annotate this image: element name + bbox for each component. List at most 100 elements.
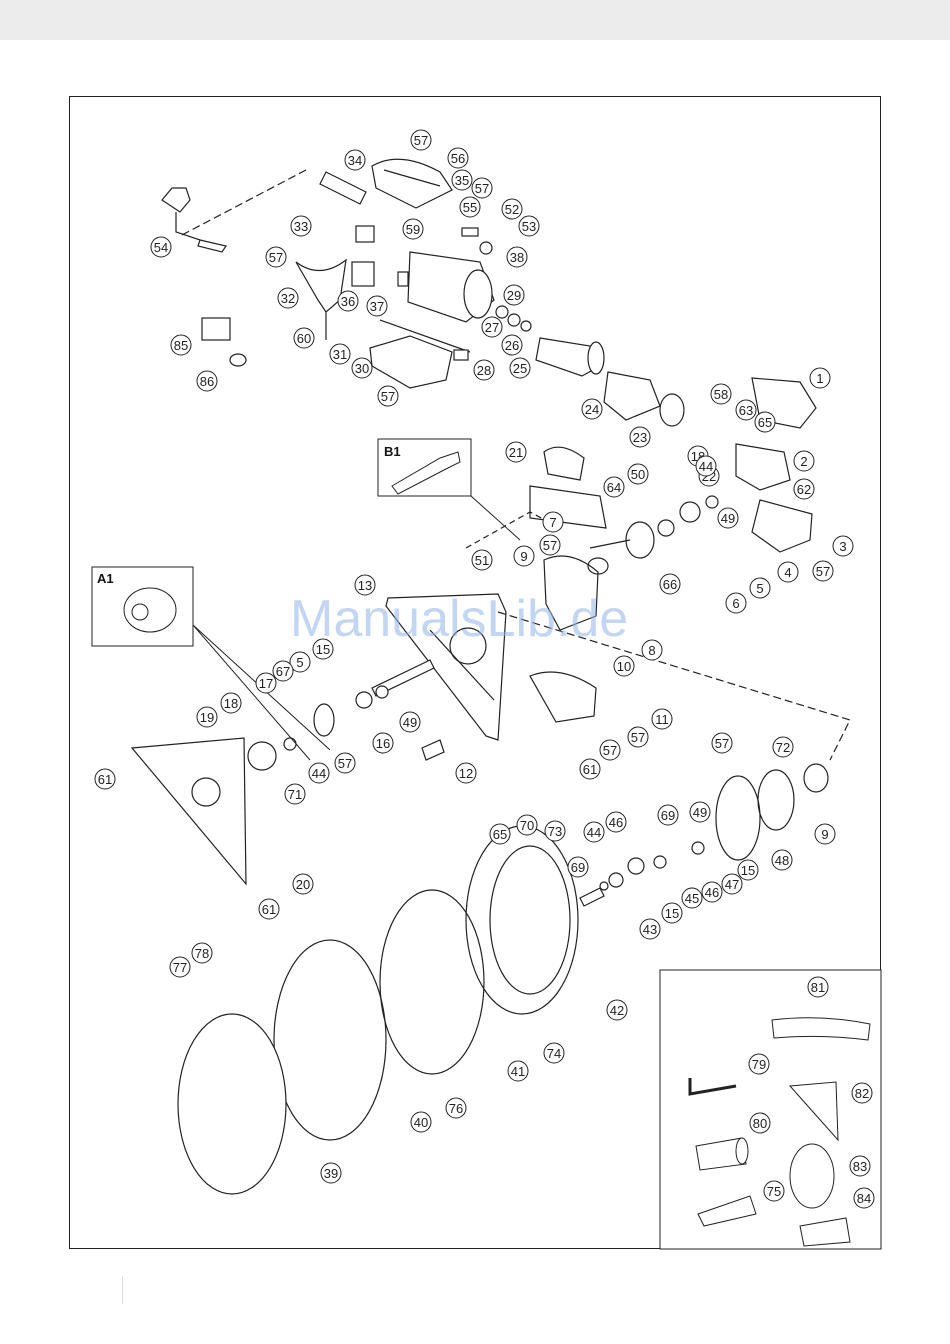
callout: 31	[329, 343, 351, 365]
callout: 66	[659, 573, 681, 595]
svg-text:69: 69	[571, 860, 585, 875]
svg-text:39: 39	[324, 1166, 338, 1181]
callout: 44	[308, 762, 330, 784]
svg-text:77: 77	[173, 960, 187, 975]
callout: 38	[506, 246, 528, 268]
svg-text:60: 60	[297, 331, 311, 346]
svg-text:30: 30	[355, 361, 369, 376]
svg-text:65: 65	[758, 415, 772, 430]
svg-text:57: 57	[381, 389, 395, 404]
callout: 19	[196, 706, 218, 728]
callout: 5	[749, 577, 771, 599]
callout: 65	[489, 823, 511, 845]
svg-text:49: 49	[693, 805, 707, 820]
callout: 57	[711, 732, 733, 754]
svg-text:75: 75	[767, 1184, 781, 1199]
accessory-box	[659, 969, 882, 1250]
callout: 18	[220, 692, 242, 714]
callout: 49	[399, 711, 421, 733]
callout: 15	[312, 638, 334, 660]
callout: 27	[481, 316, 503, 338]
svg-text:84: 84	[857, 1191, 871, 1206]
svg-text:43: 43	[643, 922, 657, 937]
svg-text:74: 74	[547, 1046, 561, 1061]
svg-text:86: 86	[200, 374, 214, 389]
svg-text:56: 56	[451, 151, 465, 166]
callout: 2	[793, 450, 815, 472]
callout: 59	[402, 218, 424, 240]
svg-text:57: 57	[603, 743, 617, 758]
callout: 41	[507, 1060, 529, 1082]
svg-text:15: 15	[741, 863, 755, 878]
svg-text:5: 5	[296, 655, 303, 670]
svg-text:61: 61	[583, 762, 597, 777]
svg-text:2: 2	[800, 454, 807, 469]
svg-text:76: 76	[449, 1101, 463, 1116]
svg-text:33: 33	[294, 219, 308, 234]
callout: 11	[651, 708, 673, 730]
svg-text:85: 85	[174, 338, 188, 353]
callout: 16	[372, 732, 394, 754]
callout: 71	[284, 783, 306, 805]
callout: 37	[366, 295, 388, 317]
svg-text:28: 28	[477, 363, 491, 378]
callout: 64	[603, 476, 625, 498]
svg-text:57: 57	[543, 538, 557, 553]
callout: 34	[344, 149, 366, 171]
svg-text:21: 21	[509, 445, 523, 460]
callout: 57	[265, 246, 287, 268]
svg-text:61: 61	[98, 772, 112, 787]
svg-text:44: 44	[587, 825, 601, 840]
svg-text:32: 32	[281, 291, 295, 306]
callout: 4	[777, 561, 799, 583]
callout: 76	[445, 1097, 467, 1119]
svg-text:79: 79	[752, 1057, 766, 1072]
callout: 33	[290, 215, 312, 237]
callout: 57	[627, 726, 649, 748]
callout: 23	[629, 426, 651, 448]
callout: 82	[851, 1082, 873, 1104]
svg-text:47: 47	[725, 877, 739, 892]
svg-text:57: 57	[338, 756, 352, 771]
svg-text:7: 7	[549, 515, 556, 530]
callout: 79	[748, 1053, 770, 1075]
callout: 32	[277, 287, 299, 309]
svg-text:61: 61	[262, 902, 276, 917]
callout: 78	[191, 942, 213, 964]
callout: 65	[754, 411, 776, 433]
callout: 75	[763, 1180, 785, 1202]
callout: 57	[410, 129, 432, 151]
svg-text:72: 72	[776, 740, 790, 755]
svg-text:1: 1	[816, 371, 823, 386]
callout: 51	[471, 549, 493, 571]
svg-text:81: 81	[811, 980, 825, 995]
svg-text:15: 15	[316, 642, 330, 657]
callout: 57	[539, 534, 561, 556]
svg-text:37: 37	[370, 299, 384, 314]
callout: 49	[717, 507, 739, 529]
svg-text:82: 82	[855, 1086, 869, 1101]
svg-text:57: 57	[269, 250, 283, 265]
callout: 8	[641, 639, 663, 661]
svg-text:51: 51	[475, 553, 489, 568]
svg-text:3: 3	[839, 539, 846, 554]
callout: 63	[735, 399, 757, 421]
svg-text:31: 31	[333, 347, 347, 362]
callout: 49	[689, 801, 711, 823]
inset-a1: A1	[91, 566, 331, 761]
svg-text:41: 41	[511, 1064, 525, 1079]
callout: 80	[749, 1112, 771, 1134]
callout: 25	[509, 357, 531, 379]
svg-text:23: 23	[633, 430, 647, 445]
svg-text:57: 57	[414, 133, 428, 148]
svg-text:4: 4	[784, 565, 791, 580]
inset-a1-label: A1	[97, 571, 114, 586]
callout: 74	[543, 1042, 565, 1064]
svg-text:36: 36	[341, 294, 355, 309]
svg-text:64: 64	[607, 480, 621, 495]
callout: 43	[639, 918, 661, 940]
callout: 52	[501, 198, 523, 220]
callout: 61	[258, 898, 280, 920]
svg-text:9: 9	[821, 827, 828, 842]
